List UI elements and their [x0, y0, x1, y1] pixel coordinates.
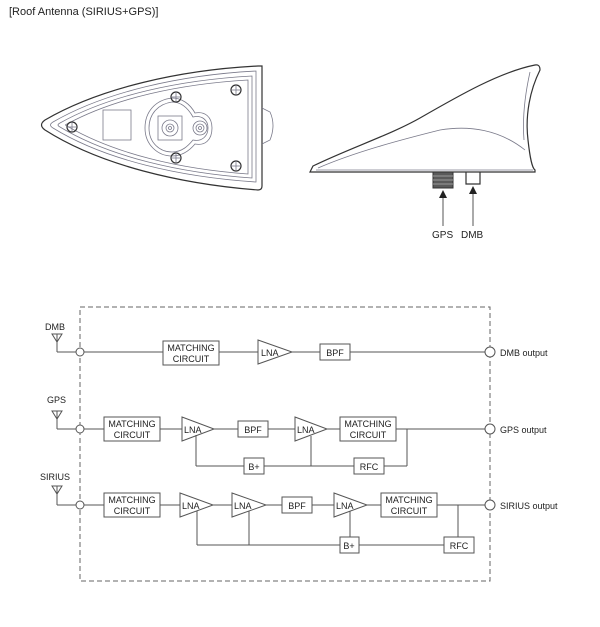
arrow-up-icon	[469, 186, 477, 194]
gps-matching1-label-2: CIRCUIT	[114, 430, 151, 440]
screw-icon	[66, 121, 78, 133]
gps-output-label: GPS output	[500, 425, 547, 435]
gps-input-label: GPS	[47, 395, 66, 405]
channel-dmb: DMB MATCHING CIRCUIT LNA BPF DMB output	[45, 322, 548, 366]
channel-gps: GPS MATCHING CIRCUIT LNA BPF LNA MATCHIN…	[47, 395, 547, 475]
sirius-rfc	[443, 536, 475, 554]
sirius-bpf-label: BPF	[288, 501, 306, 511]
antenna-top-view	[40, 65, 274, 191]
antenna-icon	[51, 485, 63, 505]
dmb-bpf-label: BPF	[326, 348, 344, 358]
dmb-output-port	[484, 346, 496, 358]
sirius-rfc-label: RFC	[450, 541, 469, 551]
gps-rfc-label: RFC	[360, 462, 379, 472]
gps-lna-2	[294, 416, 329, 442]
gps-lna1-label: LNA	[184, 425, 202, 435]
dmb-input-port	[75, 347, 85, 357]
dmb-matching-label-1: MATCHING	[167, 343, 214, 353]
gps-lna2-label: LNA	[297, 425, 315, 435]
gps-input-port	[75, 424, 85, 434]
gps-connector	[432, 171, 454, 189]
pad-rect	[102, 109, 132, 141]
dmb-input-label: DMB	[45, 322, 65, 332]
dmb-matching-label-2: CIRCUIT	[173, 354, 210, 364]
sirius-matching2-label-1: MATCHING	[385, 495, 432, 505]
sirius-matching1-label-2: CIRCUIT	[114, 506, 151, 516]
dmb-lna-label: LNA	[261, 348, 279, 358]
antenna-icon	[51, 410, 63, 429]
sirius-input-label: SIRIUS	[40, 472, 70, 482]
sirius-output-port	[484, 499, 496, 511]
channel-sirius: SIRIUS MATCHING CIRCUIT LNA LNA BPF LNA …	[40, 472, 558, 554]
screw-icon	[170, 152, 182, 164]
module-boundary	[79, 306, 491, 582]
page-title: [Roof Antenna (SIRIUS+GPS)]	[9, 6, 159, 18]
gps-bpf-label: BPF	[244, 425, 262, 435]
gps-lna-1	[181, 416, 216, 442]
gps-matching-circuit-2	[339, 416, 397, 442]
antenna-side-view: GPS DMB	[309, 64, 541, 241]
dmb-output-label: DMB output	[500, 348, 548, 358]
gps-matching1-label-1: MATCHING	[108, 419, 155, 429]
sirius-lna3-label: LNA	[336, 501, 354, 511]
screw-icon	[230, 84, 242, 96]
block-diagram: DMB MATCHING CIRCUIT LNA BPF DMB output …	[40, 306, 558, 582]
sirius-input-port	[75, 500, 85, 510]
screw-icon	[170, 91, 182, 103]
sirius-lna1-label: LNA	[182, 501, 200, 511]
sirius-lna2-label: LNA	[234, 501, 252, 511]
sirius-matching-circuit-1	[103, 492, 161, 518]
sirius-matching2-label-2: CIRCUIT	[391, 506, 428, 516]
sirius-bplus-label: B+	[343, 541, 354, 551]
gps-matching2-label-1: MATCHING	[344, 419, 391, 429]
gps-bplus-label: B+	[248, 462, 259, 472]
dmb-matching-circuit	[162, 340, 220, 366]
sirius-output-label: SIRIUS output	[500, 501, 558, 511]
antenna-icon	[51, 333, 63, 352]
screw-icon	[230, 160, 242, 172]
gps-matching2-label-2: CIRCUIT	[350, 430, 387, 440]
dmb-connector-label: DMB	[461, 230, 484, 241]
dmb-lna	[257, 339, 294, 365]
sirius-matching1-label-1: MATCHING	[108, 495, 155, 505]
dmb-connector	[465, 172, 481, 185]
gps-output-port	[484, 423, 496, 435]
arrow-up-icon	[439, 190, 447, 198]
gps-connector-label: GPS	[432, 230, 453, 241]
